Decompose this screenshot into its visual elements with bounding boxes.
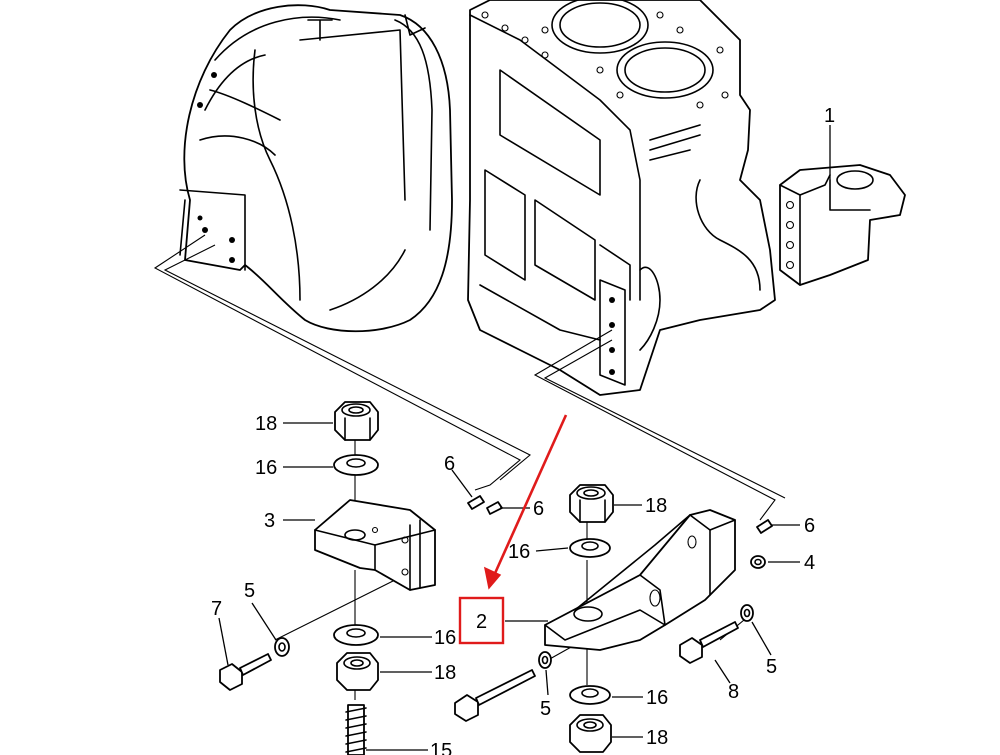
hex-nut-18-top-right [569,484,614,523]
mounting-block-part-3 [314,499,436,591]
callout-6-center: 6 [533,498,544,520]
lock-washer-5-center [538,651,552,669]
callout-4: 4 [804,552,815,574]
callout-2: 2 [476,611,487,633]
callout-leaders [218,125,831,751]
cylinder-head-bolt-holes [481,11,729,109]
bolt-7 [219,653,272,691]
washer-16-lower-right [569,685,611,705]
callout-6-right: 6 [804,515,815,537]
hex-nut-18-lower-left [336,652,379,691]
callout-5-right: 5 [766,656,777,678]
callout-6-left: 6 [444,453,455,475]
bolt-long-center [454,669,536,722]
callout-18-top-right: 18 [645,495,667,517]
hex-nut-18-top-left [334,401,379,441]
washer-16-top-left [333,454,379,476]
callout-16-top-right: 16 [508,541,530,563]
threaded-stud-15 [345,704,367,755]
mounting-bracket-part-2 [544,509,736,651]
callout-1: 1 [824,105,835,127]
callout-16-lower-right: 16 [646,687,668,709]
callout-labels: 1 18 16 3 6 6 6 4 18 16 5 7 16 18 5 16 1… [211,105,835,755]
highlight-annotation: 2 [458,414,568,645]
callout-16-top-left: 16 [255,457,277,479]
callout-18-lower-left: 18 [434,662,456,684]
callout-5-center: 5 [540,698,551,720]
callout-7: 7 [211,598,222,620]
lock-washer-5-right [740,604,754,622]
red-arrow [490,414,568,581]
washer-4 [750,555,766,569]
callout-3: 3 [264,510,275,532]
dowel-pin-6-c [756,519,773,534]
washer-16-top-right [569,538,611,558]
flywheel-housing [179,4,453,333]
callout-16-lower-left: 16 [434,627,456,649]
callout-15: 15 [430,740,452,755]
callout-5-left: 5 [244,580,255,602]
dowel-pin-6-a [467,495,485,510]
mount-bracket-part-1 [779,164,906,286]
red-arrow-head [483,566,502,590]
callout-8: 8 [728,681,739,703]
callout-18-lower-right: 18 [646,727,668,749]
hex-nut-18-lower-right [569,714,612,753]
callout-18-top-left: 18 [255,413,277,435]
engine-block [467,0,776,396]
highlight-box-part-2 [458,596,505,645]
lock-washer-5-left [274,637,290,657]
bolt-8 [679,621,739,664]
washer-16-lower-left [333,624,379,646]
dowel-pin-6-b [486,501,503,515]
